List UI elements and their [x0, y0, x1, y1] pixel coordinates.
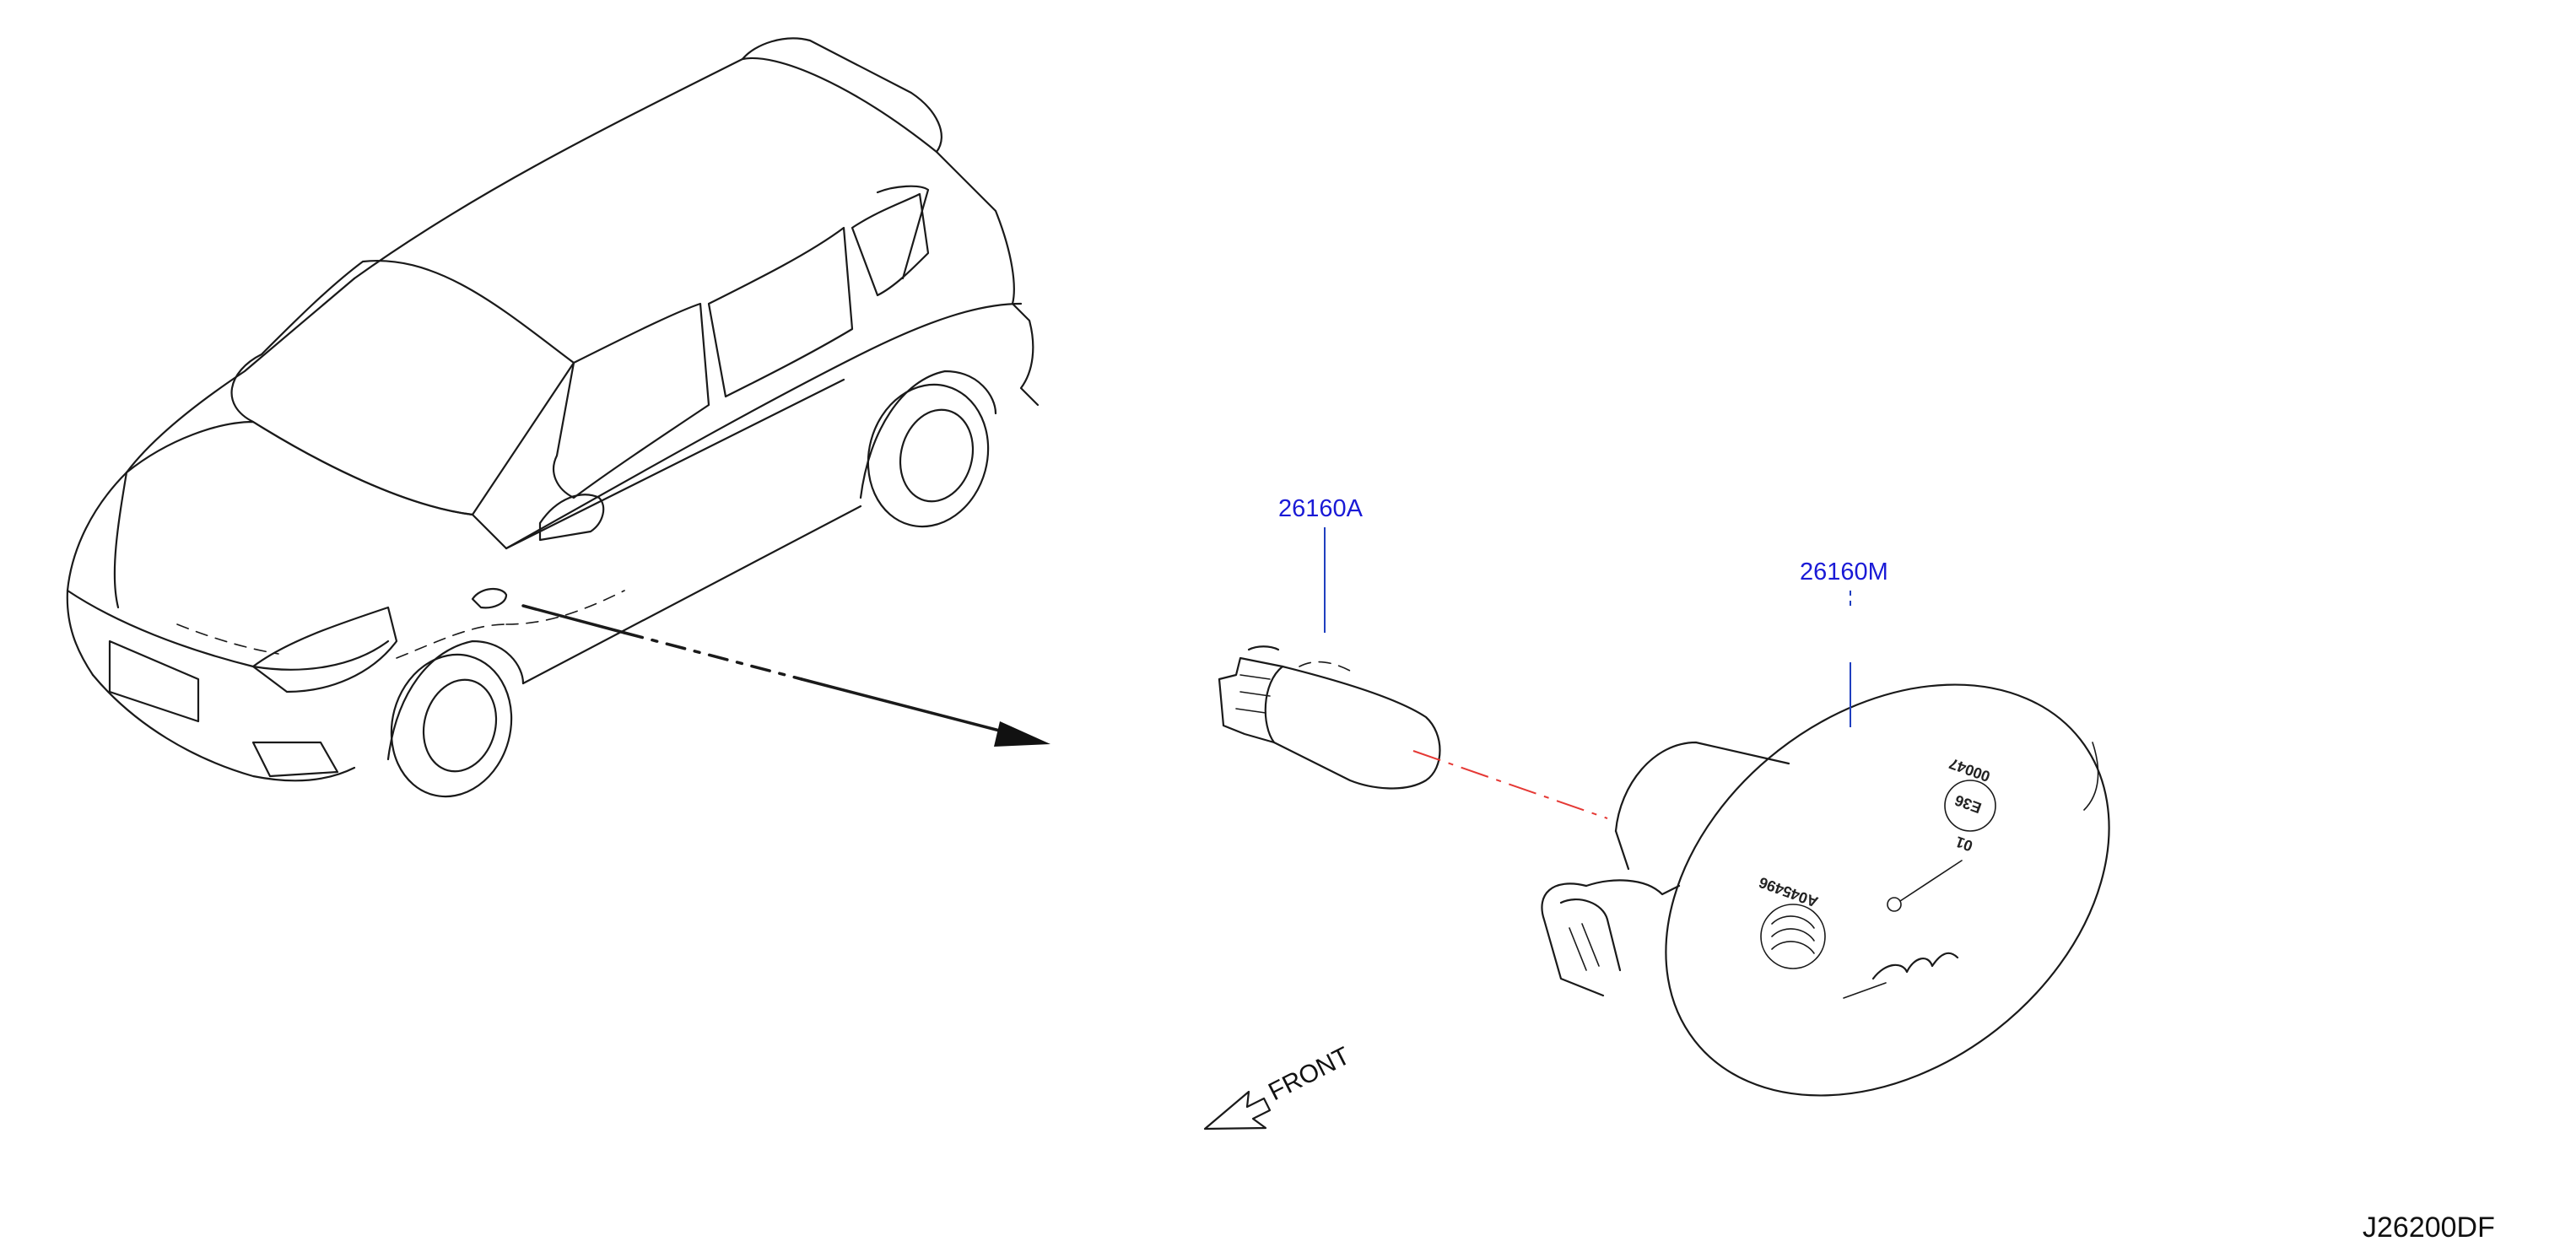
bulb-callout[interactable]: 26160A	[1278, 495, 1364, 522]
front-label: FRONT	[1264, 1042, 1354, 1106]
vehicle-illustration	[66, 37, 1040, 798]
lens-marking-c: E36	[1952, 791, 1984, 817]
pointer-arrow	[521, 604, 1050, 747]
center-axis-line	[1412, 750, 1608, 819]
lens-marking-d: 01	[1953, 833, 1975, 855]
diagram-code: J26200DF	[2363, 1212, 2495, 1244]
bulb-part	[1218, 645, 1441, 790]
front-arrow-icon	[1203, 1090, 1272, 1131]
side-marker-on-vehicle	[471, 588, 508, 609]
lamp-callout[interactable]: 26160M	[1800, 559, 1888, 586]
front-direction-indicator: FRONT	[1203, 1042, 1354, 1131]
side-marker-lamp-part	[1541, 683, 2110, 1097]
